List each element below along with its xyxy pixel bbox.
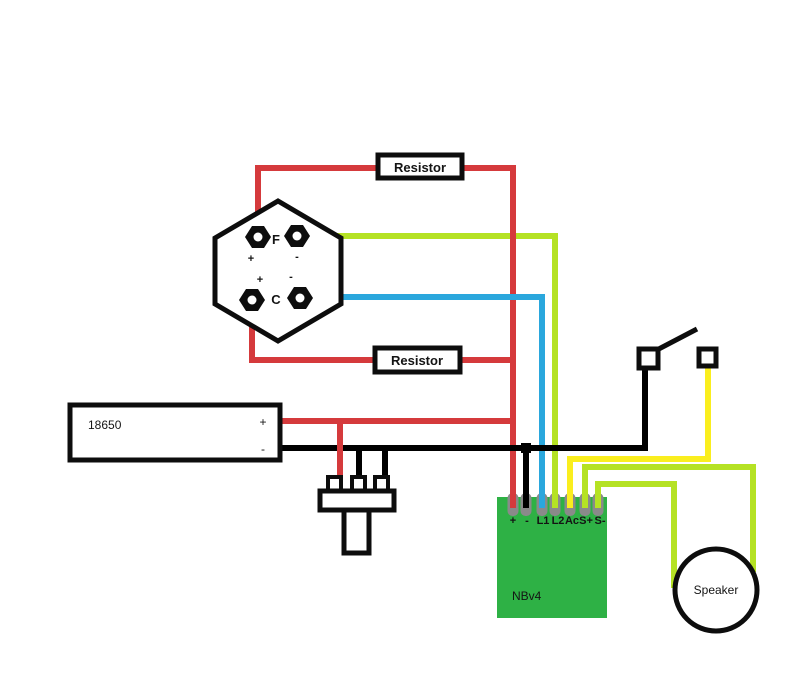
terminal-f-plus xyxy=(245,226,271,248)
board-terminal-l2: L2 xyxy=(552,515,565,527)
switch-terminal-right xyxy=(696,346,719,369)
resistor-top-label: Resistor xyxy=(394,160,446,175)
terminal-hole xyxy=(247,295,257,305)
wire-cathode-negative xyxy=(310,294,545,508)
terminal-hole xyxy=(292,231,302,241)
wire-s-minus-to-speaker xyxy=(595,481,677,588)
filament-label: F xyxy=(272,232,280,247)
wire-f-neg-to-l2 xyxy=(308,233,558,508)
wire-battery-negative-to-switch xyxy=(280,366,648,451)
switch xyxy=(636,326,719,371)
resistor-bottom-label: Resistor xyxy=(391,353,443,368)
resistor-top-body xyxy=(375,152,465,181)
board-terminal-minus: - xyxy=(525,515,529,527)
battery-label: 18650 xyxy=(88,418,122,432)
driver-board-labels: + - L1 L2 Ac S+ S- NBv4 xyxy=(510,515,606,603)
wire-resistor-top-to-board-plus xyxy=(462,165,516,508)
pot-shaft xyxy=(341,507,372,556)
battery-18650: 18650 + - xyxy=(67,402,283,463)
board-terminal-plus: + xyxy=(510,515,516,527)
resistor-top: Resistor xyxy=(375,152,465,181)
speaker-body xyxy=(672,546,760,634)
wire-c-neg-to-l1 xyxy=(310,294,545,508)
filament-plus-label: + xyxy=(248,253,254,265)
resistor-bottom: Resistor xyxy=(372,345,463,375)
filament-minus-label: - xyxy=(295,251,299,263)
terminal-c-plus xyxy=(239,289,265,311)
wire-s-plus-to-speaker xyxy=(582,464,756,572)
wires-speaker xyxy=(582,464,756,588)
pot-body xyxy=(317,488,397,513)
speaker-label: Speaker xyxy=(694,583,739,597)
cathode-plus-label: + xyxy=(257,274,263,286)
wire-yellow-run xyxy=(567,364,711,508)
board-terminal-s-minus: S- xyxy=(595,515,606,527)
battery-body xyxy=(67,402,283,463)
switch-terminal-left xyxy=(636,346,661,371)
resistor-bottom-body xyxy=(372,345,463,375)
wire-switch-to-ac xyxy=(567,364,711,508)
board-name-label: NBv4 xyxy=(512,589,542,603)
cathode-minus-label: - xyxy=(289,271,293,283)
speaker: Speaker xyxy=(672,546,760,634)
battery-minus-label: - xyxy=(261,442,265,456)
tube-socket-body xyxy=(212,198,344,344)
wire-junction-dot xyxy=(521,443,531,453)
board-terminal-ac: Ac xyxy=(565,515,579,527)
potentiometer xyxy=(317,475,397,556)
board-terminal-s-plus: S+ xyxy=(579,515,593,527)
cathode-label: C xyxy=(271,292,281,307)
driver-board-body xyxy=(497,497,607,618)
battery-plus-label: + xyxy=(259,415,266,429)
terminal-hole xyxy=(253,232,263,242)
terminal-hole xyxy=(295,293,305,303)
tube-socket: F + - + - C xyxy=(212,198,344,344)
terminal-c-minus xyxy=(287,287,313,309)
board-terminal-l1: L1 xyxy=(537,515,550,527)
wire-filament-negative xyxy=(308,233,558,508)
terminal-f-minus xyxy=(284,225,310,247)
